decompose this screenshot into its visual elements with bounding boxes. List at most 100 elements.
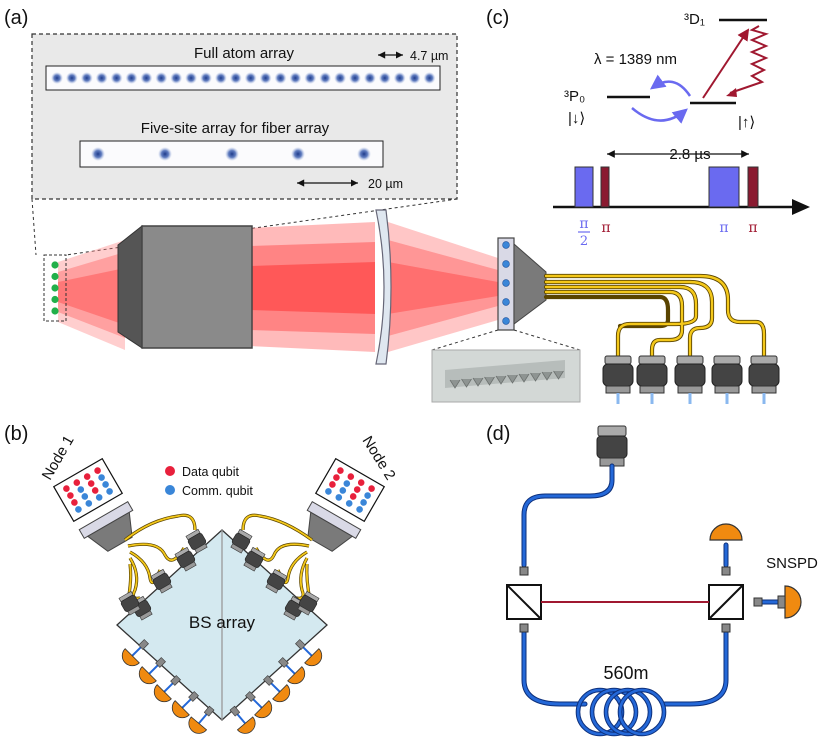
panel-d: (d) 560m bbox=[486, 423, 818, 737]
atom bbox=[91, 147, 105, 161]
fiber-connector bbox=[265, 568, 288, 594]
qubit bbox=[94, 467, 101, 474]
qubit bbox=[98, 474, 105, 481]
qubit bbox=[360, 499, 367, 506]
qubit bbox=[63, 485, 70, 492]
pulse-pi-3 bbox=[747, 166, 759, 208]
d-fibers bbox=[521, 463, 788, 707]
fiber-connector bbox=[174, 546, 197, 572]
atom bbox=[51, 72, 63, 84]
fiber-connector bbox=[150, 568, 173, 594]
qubit bbox=[368, 485, 375, 492]
pulse-label-pi-1: π bbox=[601, 220, 610, 236]
node-1-label: Node 1 bbox=[39, 433, 78, 483]
beam-splitter-right bbox=[708, 566, 763, 633]
fiber-connector bbox=[748, 355, 780, 404]
decay-arrow bbox=[729, 25, 769, 94]
atom bbox=[357, 147, 371, 161]
fiber-core bbox=[502, 279, 510, 287]
atom bbox=[304, 72, 317, 84]
collimation-lens bbox=[375, 209, 392, 365]
detector bbox=[263, 675, 291, 703]
atom bbox=[274, 72, 287, 84]
node-1-fiber-array bbox=[78, 500, 134, 552]
qubit bbox=[325, 488, 332, 495]
atom bbox=[259, 72, 272, 84]
atom-array-frame bbox=[43, 254, 67, 322]
five-site-atoms bbox=[91, 147, 371, 161]
atom bbox=[200, 72, 212, 84]
bs-array-label: BS array bbox=[189, 613, 256, 632]
qubit bbox=[81, 493, 89, 500]
objective-lens bbox=[117, 224, 253, 349]
atom bbox=[185, 72, 198, 84]
atom bbox=[349, 72, 361, 84]
detector bbox=[278, 657, 306, 685]
panel-a: (a) Full atom array 4.7 µm Five-site arr… bbox=[4, 7, 780, 404]
qubit bbox=[345, 500, 353, 507]
wavelength-label: λ = 1389 nm bbox=[594, 51, 677, 68]
node-2 bbox=[314, 457, 386, 523]
fiber-connector bbox=[283, 595, 306, 621]
atom bbox=[214, 72, 227, 84]
legend-data: Data qubit bbox=[182, 465, 240, 479]
atom bbox=[80, 72, 93, 84]
atom bbox=[423, 72, 436, 84]
atom bbox=[155, 72, 168, 84]
atom bbox=[289, 72, 302, 84]
atom bbox=[319, 72, 332, 84]
fiber-connector bbox=[711, 355, 743, 404]
five-site-title: Five-site array for fiber array bbox=[141, 120, 330, 137]
fiber-connector bbox=[602, 355, 634, 404]
pulse-label-pi-3: π bbox=[748, 220, 757, 236]
qubit bbox=[333, 474, 340, 481]
atom bbox=[244, 72, 257, 84]
fiber-connectors bbox=[602, 355, 780, 404]
detector bbox=[171, 691, 199, 719]
qubit bbox=[106, 488, 113, 495]
atom bbox=[363, 72, 376, 84]
pulse-label-pi-half-num: π bbox=[579, 216, 588, 232]
atom bbox=[170, 72, 183, 84]
qubit bbox=[335, 494, 343, 501]
qubit bbox=[87, 480, 95, 487]
qubit bbox=[337, 467, 344, 474]
panel-label-c: (c) bbox=[486, 7, 509, 29]
panel-b: (b) Data qubit Comm. qubit Node 1 Node 2 bbox=[4, 423, 399, 734]
detector bbox=[229, 705, 256, 734]
legend-comm: Comm. qubit bbox=[182, 484, 253, 498]
pulse-pi-1 bbox=[600, 166, 610, 208]
qubit bbox=[67, 492, 74, 499]
qubit bbox=[329, 481, 336, 488]
qubit bbox=[83, 473, 91, 480]
inset-box bbox=[31, 33, 458, 200]
atom bbox=[291, 147, 305, 161]
ket-down: |↓⟩ bbox=[568, 110, 585, 127]
pulse-pi-2 bbox=[708, 166, 740, 208]
node-2-fiber-array bbox=[306, 500, 362, 552]
atom bbox=[408, 72, 421, 84]
detector bbox=[121, 639, 149, 667]
fiber-connector bbox=[118, 590, 141, 616]
atom bbox=[65, 72, 78, 84]
atom bbox=[51, 272, 59, 281]
qubit bbox=[364, 492, 371, 499]
qubit bbox=[71, 499, 78, 506]
qubit bbox=[102, 481, 109, 488]
qubit bbox=[95, 494, 103, 501]
fiber-connector bbox=[636, 355, 668, 404]
excitation-arrow bbox=[702, 28, 750, 99]
fiber-connector bbox=[243, 546, 266, 572]
qubit bbox=[356, 506, 363, 513]
detector bbox=[138, 657, 166, 685]
beam-splitter-left bbox=[506, 566, 542, 633]
qubit bbox=[343, 480, 351, 487]
laser-beams bbox=[58, 222, 498, 352]
atom bbox=[334, 72, 347, 84]
qubit bbox=[353, 486, 361, 493]
fiber-connector bbox=[230, 528, 253, 554]
atom bbox=[51, 295, 59, 304]
atom bbox=[158, 147, 172, 161]
pulse-pi-half bbox=[574, 166, 594, 208]
